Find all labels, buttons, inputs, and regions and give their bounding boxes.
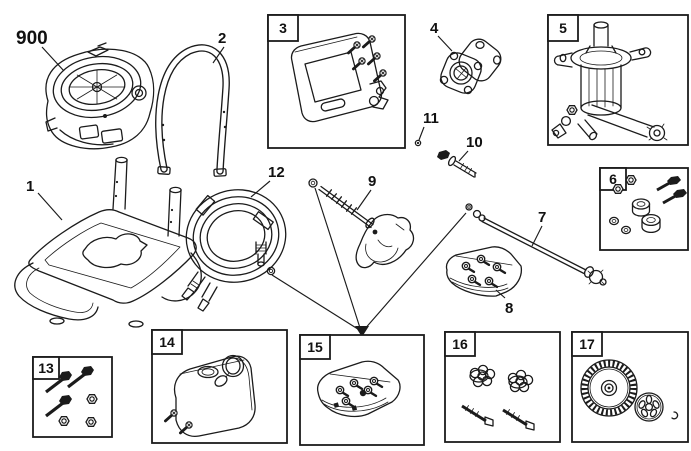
leader-7: [531, 225, 543, 247]
parts-bag-kit-box: 15: [299, 334, 425, 446]
nut-illustration: [414, 139, 422, 147]
bolts-nuts-illustration: [45, 366, 98, 427]
fuel-tank-illustration: [163, 354, 256, 438]
knobs-bolts-illustration: [461, 364, 535, 431]
callout-11: 11: [423, 110, 439, 127]
callout-8: 8: [505, 300, 513, 317]
hose-illustration: [181, 189, 287, 312]
callout-6: 6: [609, 171, 617, 187]
leader-2: [212, 46, 225, 64]
wheel-kit-box: 17: [571, 331, 689, 443]
arrow-down-icon: [355, 326, 369, 337]
nozzle-bag-illustration: [445, 246, 523, 297]
leader-12: [250, 180, 271, 198]
callout-7: 7: [538, 209, 546, 226]
callout-9: 9: [368, 173, 376, 190]
knob-kit-box: 16: [444, 331, 561, 443]
callout-16: 16: [452, 336, 468, 352]
bolt-illustration: [437, 150, 477, 178]
panel-kit-box: 3: [267, 14, 406, 149]
callout-900: 900: [16, 28, 48, 49]
wheel-illustration: [580, 359, 679, 422]
leader-11: [418, 126, 425, 141]
leader-4: [437, 35, 453, 52]
callout-12: 12: [268, 164, 285, 181]
pump-kit-box: 5: [547, 14, 689, 146]
leader-1: [37, 192, 63, 221]
engine-illustration: [45, 42, 155, 150]
leader-10: [458, 150, 469, 162]
control-panel-illustration: [290, 32, 389, 123]
parts-bag-illustration: [316, 360, 401, 418]
callout-13: 13: [38, 360, 54, 376]
leader-8: [495, 289, 506, 299]
callout-4: 4: [430, 20, 439, 37]
handle-illustration: [155, 44, 230, 177]
hardware-kit-box: 6: [599, 167, 689, 251]
callout-17: 17: [579, 336, 595, 352]
adapter-illustration: [439, 38, 502, 95]
callout-5: 5: [559, 20, 567, 36]
leader-9: [356, 189, 372, 211]
pump-illustration: [551, 21, 668, 142]
callout-15: 15: [307, 339, 323, 355]
leader-900: [41, 46, 65, 72]
hardware-illustration: [608, 175, 687, 235]
lance-illustration: [465, 203, 607, 286]
callout-2: 2: [218, 30, 226, 47]
frame-illustration: [14, 156, 202, 328]
callout-1: 1: [26, 178, 34, 195]
spray-gun-illustration: [308, 178, 415, 269]
callout-3: 3: [279, 20, 287, 36]
callout-14: 14: [159, 334, 175, 350]
converging-leader-lines: [271, 187, 467, 337]
bolt-kit-box: 13: [32, 356, 113, 438]
callout-10: 10: [466, 134, 483, 151]
fuel-tank-kit-box: 14: [151, 329, 288, 444]
